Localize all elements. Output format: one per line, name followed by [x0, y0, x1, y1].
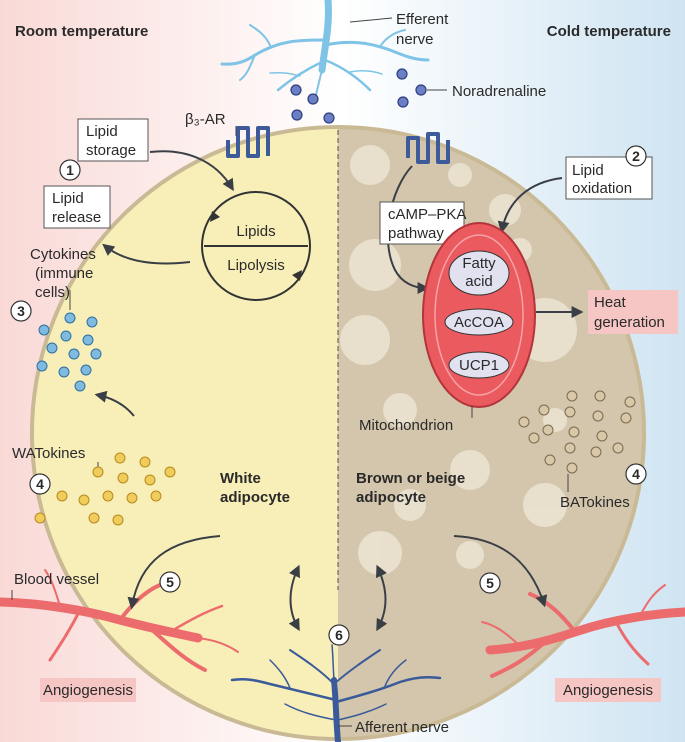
batokines-label: BATokines	[560, 494, 630, 511]
cytokines-label-3: cells)	[35, 284, 70, 301]
camp-arrow	[386, 165, 430, 294]
angiogenesis-right-label: Angiogenesis	[563, 682, 653, 699]
afferent-nerve	[230, 644, 442, 742]
lipolysis-cycle: Lipids Lipolysis	[201, 191, 311, 301]
number-1-badge	[59, 159, 81, 181]
signal-right-double-arrow	[376, 564, 388, 632]
white-adipocyte-label-2: adipocyte	[220, 489, 290, 506]
number-4-left-badge	[29, 473, 51, 495]
blood-vessel-left	[0, 569, 239, 672]
lipid-storage-label-2: storage	[86, 142, 136, 159]
efferent-label-1: Efferent	[396, 11, 449, 28]
receptor-label: β₃-AR	[185, 111, 226, 128]
number-5-right-badge	[479, 572, 501, 594]
room-temperature-header: Room temperature	[15, 23, 148, 40]
number-2-badge	[625, 145, 647, 167]
angiogenesis-right-box	[555, 678, 661, 702]
brown-adipocyte-label-1: Brown or beige	[356, 470, 465, 487]
cytokine-particles	[36, 312, 102, 392]
lipid-oxidation-label-1: Lipid	[572, 162, 604, 179]
heat-generation-label-2: generation	[594, 314, 665, 331]
white-adipocyte-label-1: White	[220, 470, 261, 487]
mitochondrion: Fatty acid AcCOA UCP1	[422, 222, 536, 408]
noradrenaline-label: Noradrenaline	[452, 83, 546, 100]
lipid-oxidation-arrow	[497, 177, 563, 234]
blood-vessel-right	[481, 584, 685, 678]
beta3-ar-receptor-right	[406, 132, 450, 164]
fatty-acid-bubble	[448, 250, 510, 296]
lipolysis-label: Lipolysis	[227, 257, 285, 274]
watokine-particles	[34, 452, 176, 526]
lipid-release-label-1: Lipid	[52, 190, 84, 207]
heat-generation-label-1: Heat	[594, 294, 627, 311]
noradrenaline-molecules	[290, 68, 427, 124]
number-5-left: 5	[166, 574, 174, 590]
efferent-leader	[349, 17, 393, 23]
lipid-storage-arrow	[149, 150, 234, 192]
cytokines-label-1: Cytokines	[30, 246, 96, 263]
afferent-nerve-label: Afferent nerve	[355, 719, 449, 736]
efferent-label-2: nerve	[396, 31, 434, 48]
accoa-bubble	[444, 308, 514, 336]
angiogenesis-left-arrow	[127, 535, 221, 610]
lipids-label: Lipids	[236, 223, 275, 240]
fatty-acid-label-2: acid	[465, 273, 493, 290]
fatty-acid-label-1: Fatty	[462, 255, 496, 272]
number-4-right: 4	[632, 466, 640, 482]
ucp1-bubble	[448, 351, 510, 379]
mitochondrion-label: Mitochondrion	[359, 417, 453, 434]
ucp1-label: UCP1	[459, 357, 499, 374]
lipid-release-box	[43, 185, 111, 229]
number-6: 6	[335, 627, 343, 643]
number-5-right: 5	[486, 575, 494, 591]
lipid-release-label-2: release	[52, 209, 101, 226]
watokines-label: WATokines	[12, 445, 85, 462]
brown-adipocyte-label-2: adipocyte	[356, 489, 426, 506]
number-6-badge	[328, 624, 350, 646]
beta3-ar-receptor-left	[226, 126, 270, 158]
number-5-left-badge	[159, 571, 181, 593]
signal-left-double-arrow	[288, 564, 300, 632]
number-3: 3	[17, 303, 25, 319]
accoa-label: AcCOA	[454, 314, 504, 331]
number-3-badge	[10, 300, 32, 322]
camp-pka-label-2: pathway	[388, 225, 444, 242]
angiogenesis-right-arrow	[453, 535, 548, 608]
camp-pka-label-1: cAMP–PKA	[388, 206, 466, 223]
lipid-storage-label-1: Lipid	[86, 123, 118, 140]
heat-generation-box	[588, 290, 678, 334]
cold-temperature-header: Cold temperature	[547, 23, 671, 40]
number-4-left: 4	[36, 476, 44, 492]
cytokines-arrow	[94, 390, 135, 417]
number-2: 2	[632, 148, 640, 164]
blood-vessel-label: Blood vessel	[14, 571, 99, 588]
angiogenesis-left-box	[40, 678, 136, 702]
lipid-storage-box	[77, 118, 149, 162]
lipid-release-arrow	[102, 243, 191, 265]
lipid-oxidation-label-2: oxidation	[572, 180, 632, 197]
batokine-particles	[518, 390, 636, 474]
angiogenesis-left-label: Angiogenesis	[43, 682, 133, 699]
efferent-nerve	[220, 0, 430, 96]
number-4-right-badge	[625, 463, 647, 485]
cytokines-label-2: (immune	[35, 265, 93, 282]
number-1: 1	[66, 162, 74, 178]
